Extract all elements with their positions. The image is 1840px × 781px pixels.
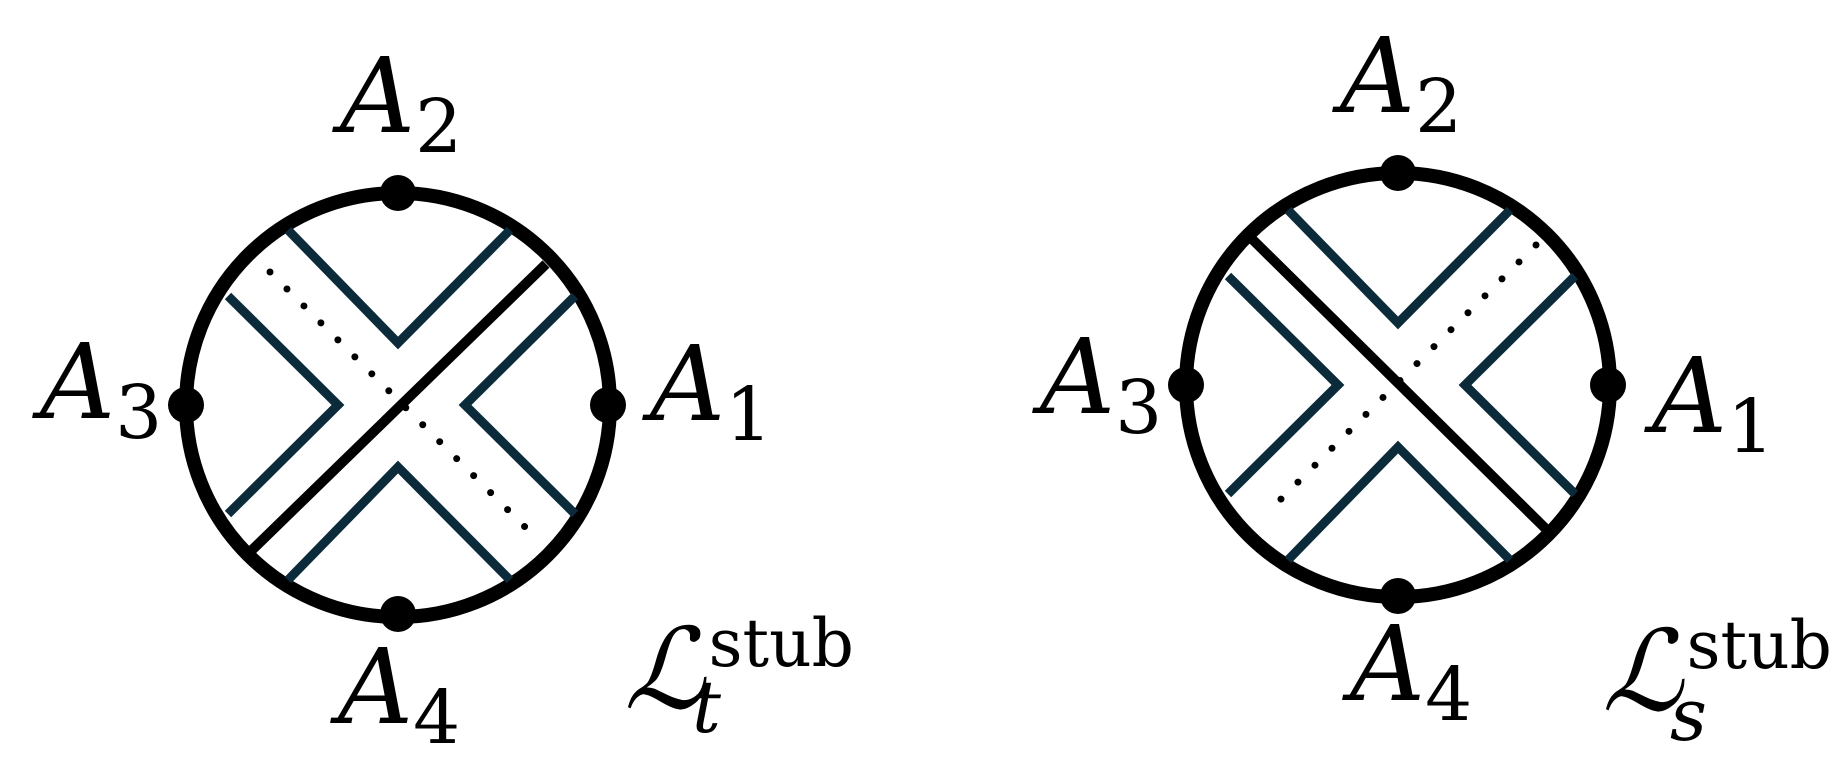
point-a4 (1380, 578, 1416, 614)
diagram-t: A2 A1 A3 A4 ℒstub t (32, 35, 854, 761)
strip-bottom-v (284, 460, 514, 584)
dotted-line (266, 268, 544, 546)
strip-top-v (1284, 206, 1514, 330)
label-a1: A1 (642, 323, 772, 458)
strip-lines (224, 226, 579, 584)
point-a2 (1380, 155, 1416, 191)
point-a1 (590, 387, 626, 423)
label-a3: A3 (1032, 316, 1162, 451)
label-a4: A4 (330, 626, 460, 761)
point-a3 (168, 387, 204, 423)
caption-s: ℒstub (1602, 607, 1832, 737)
caption-t-subscript: t (692, 665, 722, 749)
label-a3: A3 (32, 321, 162, 456)
strip-right-v (458, 292, 579, 518)
strip-left-v (1224, 272, 1345, 498)
point-a2 (380, 175, 416, 211)
strip-bottom-v (1284, 440, 1514, 564)
diagram-s: A2 A1 A3 A4 ℒstub s (1032, 15, 1832, 757)
point-a3 (1168, 367, 1204, 403)
caption-t: ℒstub (624, 605, 854, 735)
point-a1 (1590, 367, 1626, 403)
strip-top-v (284, 226, 514, 350)
label-a1: A1 (1644, 335, 1774, 470)
dotted-line (1262, 241, 1540, 518)
strip-lines (1224, 206, 1579, 564)
diagonal-line (247, 260, 550, 555)
strip-right-v (1458, 272, 1579, 498)
label-a2: A2 (1332, 15, 1462, 150)
label-a4: A4 (1342, 603, 1472, 738)
strip-left-v (224, 292, 345, 518)
label-a2: A2 (332, 35, 462, 170)
point-a4 (380, 596, 416, 632)
caption-s-subscript: s (1670, 673, 1707, 757)
